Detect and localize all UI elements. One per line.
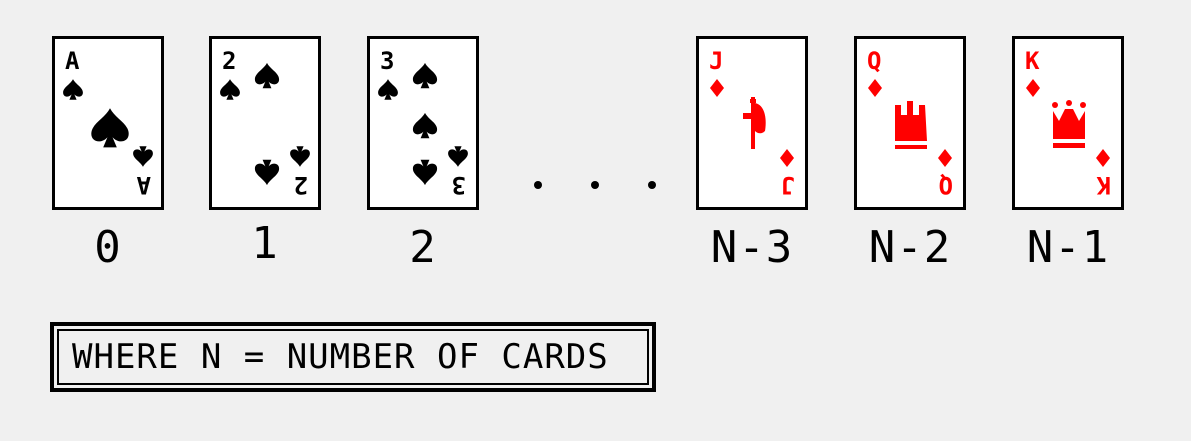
spade-icon [220, 79, 240, 100]
card-rank: Q [939, 171, 953, 199]
card-rank: A [65, 47, 80, 75]
axe-icon [743, 97, 766, 149]
card-rank: 3 [380, 47, 394, 75]
diamond-icon [1096, 149, 1110, 167]
crown-icon [1052, 100, 1086, 148]
card-rank: 2 [294, 171, 308, 199]
card-index-label: 0 [94, 222, 122, 273]
card-ace-of-spades: A A [52, 36, 164, 210]
spade-icon [91, 108, 129, 148]
diamond-icon [868, 79, 882, 97]
spade-icon [133, 146, 153, 167]
crown-icon [895, 101, 927, 149]
spade-icon [412, 159, 438, 186]
card-rank: Q [867, 47, 881, 75]
card-three-of-spades: 3 3 [367, 36, 479, 210]
card-jack-of-diamonds: J J [696, 36, 808, 210]
spade-icon [290, 146, 310, 167]
spade-icon [63, 79, 83, 100]
spade-icon [254, 159, 280, 186]
card-queen-of-diamonds: Q Q [854, 36, 966, 210]
diamond-icon [710, 79, 724, 97]
diamond-icon [938, 149, 952, 167]
card-index-label: 1 [251, 218, 279, 269]
card-rank: 3 [452, 171, 466, 199]
card-index-label: 2 [409, 222, 437, 273]
card-rank: J [781, 171, 795, 199]
ellipsis-dot [534, 181, 542, 189]
diamond-icon [1026, 79, 1040, 97]
spade-icon [378, 79, 398, 100]
card-two-of-spades: 2 2 [209, 36, 321, 210]
card-rank: A [136, 171, 151, 199]
spade-icon [412, 62, 438, 89]
ellipsis-dot [591, 181, 599, 189]
card-rank: 2 [222, 47, 236, 75]
diamond-icon [780, 149, 794, 167]
ellipsis-dots [534, 181, 656, 189]
ellipsis-dot [648, 181, 656, 189]
spade-icon [412, 112, 438, 139]
card-king-of-diamonds: K K [1012, 36, 1124, 210]
definition-note: WHERE N = NUMBER OF CARDS [50, 322, 656, 392]
card-rank: J [709, 47, 723, 75]
spade-icon [448, 146, 468, 167]
card-index-label: N-2 [868, 222, 952, 273]
card-rank: K [1096, 171, 1111, 199]
card-index-label: N-3 [710, 222, 794, 273]
card-rank: K [1025, 47, 1040, 75]
spade-icon [254, 62, 280, 89]
card-index-label: N-1 [1026, 222, 1110, 273]
